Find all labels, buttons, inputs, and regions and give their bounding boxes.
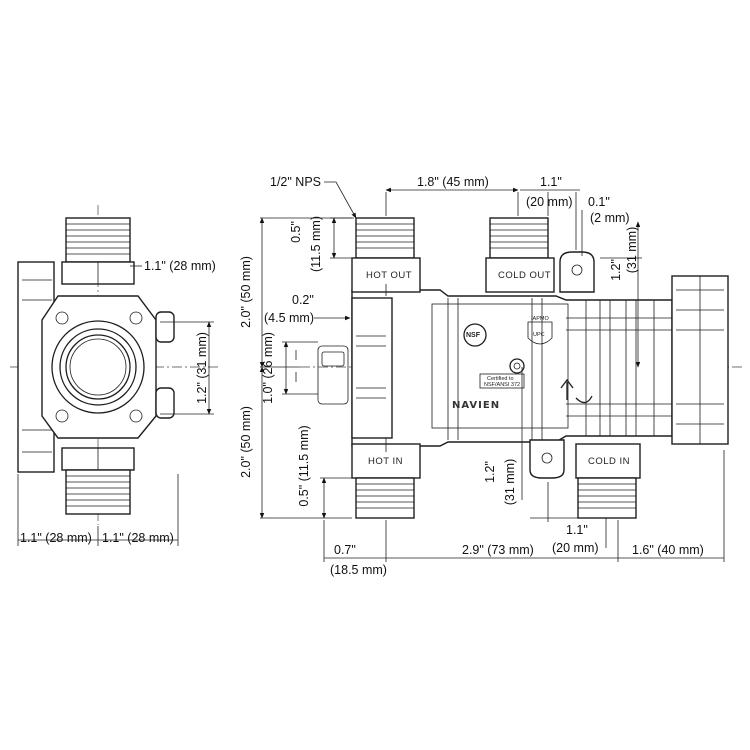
side-port-inner [65,334,131,400]
side-port-outer [51,320,145,414]
dim-bottom-a: 0.7" [334,543,356,557]
dim-thread-b: (11.5 mm) [309,216,323,272]
dim-right-top-b: (31 mm) [625,227,639,274]
brand-text: NAVIEN [452,400,500,411]
dim-thread-a: 0.5" [289,221,303,243]
port-cold-out: COLD OUT [485,217,555,293]
dim-gap-a: 0.2" [292,293,314,307]
cert-line2: NSF/ANSI 372 [484,382,520,388]
dim-tiny-a: 0.1" [588,195,610,209]
front-left-slot [317,345,349,405]
side-bottom-pipe [61,447,135,515]
dim-mid-a: 1.2" [483,461,497,483]
label-hot-in: HOT IN [368,456,403,467]
front-view: HOT OUT COLD OUT HOT IN COLD IN [300,217,745,519]
port-hot-in: HOT IN [351,438,421,519]
flow-arrow-icon [560,378,593,404]
dim-nps: 1/2" NPS [270,175,321,189]
side-body [41,295,157,439]
cert-box [479,373,525,389]
listed-text: IAPMO [531,316,549,322]
dim-side-bottom-right: 1.1" (28 mm) [102,531,174,545]
dim-side-height: 1.2" (31 mm) [195,332,209,404]
dim-center-height: 1.0" (26 mm) [261,332,275,404]
dim-bottom-span: 2.9" (73 mm) [462,543,534,557]
dim-right-top-a: 1.2" [609,259,623,281]
dim-top-right-b: (20 mm) [526,195,573,209]
dim-bottom-end: 1.6" (40 mm) [632,543,704,557]
dim-side-top-width: 1.1" (28 mm) [144,259,216,273]
nsf-logo [463,323,487,347]
dim-mid-b: (31 mm) [503,459,517,506]
dim-bottom-right-b: (20 mm) [552,541,599,555]
label-cold-in: COLD IN [588,456,630,467]
dim-bottom-b: (18.5 mm) [330,563,387,577]
side-view: 1.1" (28 mm) 1.2" (31 mm) 1.1" (28 mm) 1… [10,205,220,546]
nsf-text: NSF [466,332,481,339]
dim-bottom-right-a: 1.1" [566,523,588,537]
front-left-flange [351,297,393,439]
front-right-connector [671,275,729,445]
dim-tiny-b: (2 mm) [590,211,630,225]
upc-text: UPC [533,332,545,338]
front-body [351,289,673,447]
dim-top-span: 1.8" (45 mm) [417,175,489,189]
center-screw [509,358,525,374]
side-top-pipe [61,217,135,285]
upc-shield-icon [527,321,553,345]
port-hot-out: HOT OUT [351,217,421,296]
label-hot-out: HOT OUT [366,270,412,281]
mount-tab-bottom [529,439,565,479]
mount-tab-top [559,251,595,293]
port-cold-in: COLD IN [575,443,641,519]
dim-gap-b: (4.5 mm) [264,311,314,325]
label-cold-out: COLD OUT [498,270,551,281]
front-dimensions: 1/2" NPS 1.8" (45 mm) 1.1" (20 mm) 0.1" … [239,175,725,577]
dim-left-top: 2.0" (50 mm) [239,256,253,328]
dim-side-bottom-left: 1.1" (28 mm) [20,531,92,545]
dim-left-bottom: 2.0" (50 mm) [239,406,253,478]
dim-top-right-a: 1.1" [540,175,562,189]
cert-line1: Certified to [487,376,514,382]
dim-bottom-thread: 0.5" (11.5 mm) [297,425,311,506]
